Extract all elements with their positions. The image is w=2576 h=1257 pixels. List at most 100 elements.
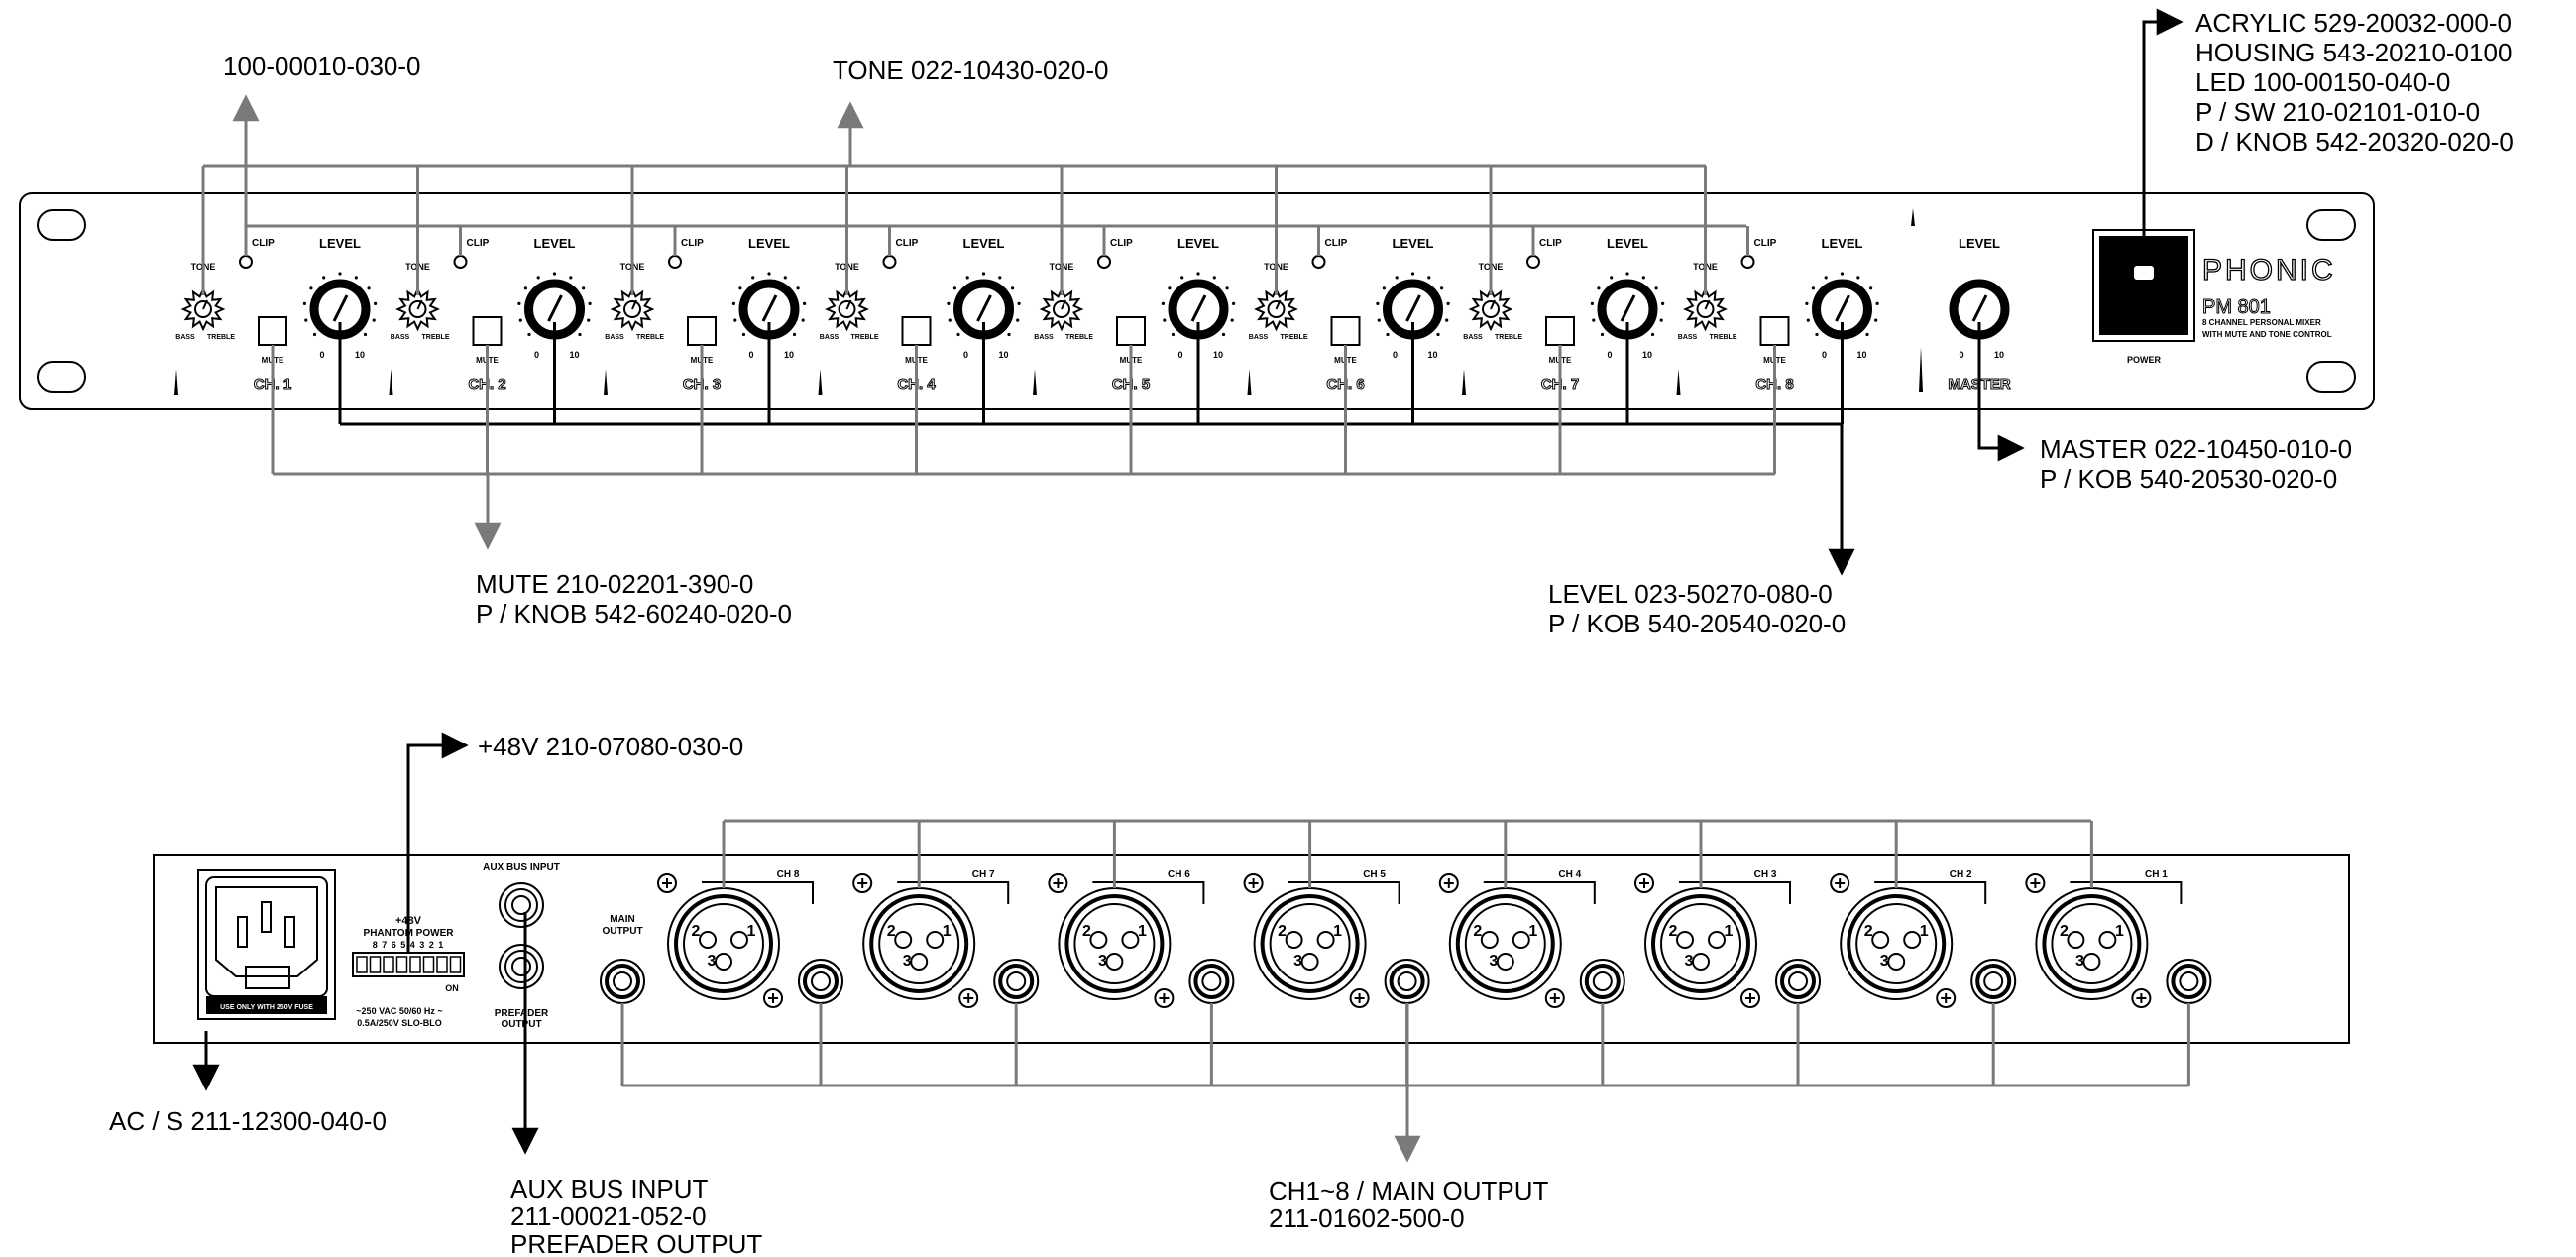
clip-label: CLIP [1754,238,1777,249]
brand-logo: PHONIC [2202,254,2336,286]
xlr-pin-2: 2 [1278,923,1287,940]
power-section: POWER PHONIC PM 801 8 CHANNEL PERSONAL M… [2092,229,2336,365]
clip-label: CLIP [896,238,919,249]
level-scale-min: 0 [1822,350,1827,360]
bass-label: BASS [391,334,410,341]
mute-button[interactable] [1759,316,1790,346]
aux-bus-jack[interactable] [499,882,544,928]
quarter-inch-jack[interactable] [798,959,843,1004]
clip-led-icon [1526,255,1540,269]
level-label: LEVEL [1393,236,1434,251]
level-scale-max: 10 [784,350,794,360]
mute-button[interactable] [1116,316,1146,346]
level-scale-max: 10 [1427,350,1437,360]
dip-switch-cell[interactable] [395,956,408,973]
output-channel-label: CH 6 [1168,869,1190,880]
power-switch-button[interactable] [2099,236,2188,335]
xlr-pin-2: 2 [692,923,701,940]
clip-label: CLIP [252,238,275,249]
level-scale-max: 10 [1856,350,1866,360]
dip-switch-cell[interactable] [422,956,435,973]
dip-switch-cell[interactable] [436,956,448,973]
callout-outputs-2: 211-01602-500-0 [1269,1203,1465,1233]
callout-tone: TONE 022-10430-020-0 [833,56,1108,85]
dip-switch-cell[interactable] [449,956,462,973]
back-leader-lines [192,732,2190,1163]
callout-power-4: P / SW 210-02101-010-0 [2195,97,2480,127]
prefader-output-jack[interactable] [499,944,544,989]
callout-power-1: ACRYLIC 529-20032-000-0 [2195,8,2512,38]
callout-mute-1: MUTE 210-02201-390-0 [476,569,753,599]
quarter-inch-jack[interactable] [1188,959,1235,1004]
quarter-inch-jack[interactable] [1970,959,2017,1004]
master-scale-min: 0 [1959,350,1963,360]
dip-switch-cell[interactable] [369,956,382,973]
callout-master-1: MASTER 022-10450-010-0 [2040,434,2352,464]
aux-section: AUX BUS INPUT PREFADER OUTPUT MAIN OUTPU… [483,862,642,1030]
xlr-pin-1: 1 [1920,923,1929,940]
mute-button[interactable] [1330,316,1361,346]
power-led-icon [2134,266,2154,280]
main-output-jack[interactable] [600,959,645,1004]
mute-button[interactable] [472,316,503,346]
xlr-pin-3: 3 [1685,953,1694,970]
screw-icon [1243,873,1264,893]
model-desc-2: WITH MUTE AND TONE CONTROL [2202,330,2332,339]
level-label: LEVEL [748,236,790,251]
fuse-label: USE ONLY WITH 250V FUSE [220,1004,313,1011]
dip-switch-cell[interactable] [383,956,394,973]
level-label: LEVEL [963,236,1005,251]
output-channel-label: CH 1 [2145,869,2168,880]
screw-icon [1740,988,1760,1008]
mute-button[interactable] [258,316,287,346]
quarter-inch-jack[interactable] [993,959,1040,1004]
master-level-label: LEVEL [1959,236,2000,251]
fuse-holder [245,966,290,989]
callout-level-1: LEVEL 023-50270-080-0 [1548,579,1833,609]
quarter-inch-jack[interactable] [2166,959,2212,1004]
ac-inlet: USE ONLY WITH 250V FUSE [197,869,336,1020]
quarter-inch-jack[interactable] [1775,959,1821,1004]
xlr-pin-2: 2 [1082,923,1091,940]
dip-switch-cell[interactable] [409,956,421,973]
callout-outputs-1: CH1~8 / MAIN OUTPUT [1269,1176,1549,1205]
screw-icon [1349,988,1370,1008]
mute-button[interactable] [687,316,717,346]
quarter-inch-jack[interactable] [1384,959,1430,1004]
level-scale-max: 10 [1642,350,1652,360]
level-scale-min: 0 [1177,350,1182,360]
xlr-pin-1: 1 [1725,923,1734,940]
aux-bus-label: AUX BUS INPUT [483,862,560,873]
phantom-on-label: ON [445,983,459,993]
screw-icon [1544,988,1565,1008]
screw-icon [1154,988,1175,1008]
bass-label: BASS [1463,334,1483,341]
dip-switch-cell[interactable] [356,956,368,973]
clip-label: CLIP [467,238,490,249]
bass-label: BASS [605,334,624,341]
treble-label: TREBLE [207,334,235,341]
voltage-line-2: 0.5A/250V SLO-BLO [357,1018,442,1028]
mute-button[interactable] [1545,316,1575,346]
screw-icon [763,988,783,1008]
main-output-label-2: OUTPUT [602,926,642,937]
quarter-inch-jack[interactable] [1579,959,1625,1004]
mute-button[interactable] [901,316,932,346]
